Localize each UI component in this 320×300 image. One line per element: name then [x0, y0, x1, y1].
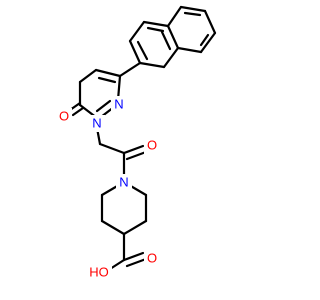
bond [125, 150, 148, 161]
bond [162, 46, 180, 69]
atom-o-amide: O [144, 137, 160, 154]
bond [136, 40, 149, 61]
bond [166, 24, 180, 50]
atom-o-ketone: O [56, 108, 72, 125]
bond [128, 20, 146, 43]
bond [128, 39, 142, 65]
atom-n-ring-2: N [111, 96, 127, 113]
bond [183, 11, 202, 17]
bond [98, 142, 126, 155]
bond [166, 5, 183, 28]
bond [125, 257, 148, 268]
bond [160, 30, 172, 51]
bond [78, 68, 98, 84]
molecule-structure: O N N O N O HO [56, 5, 217, 281]
bond [176, 46, 203, 54]
bond [97, 76, 117, 84]
atom-n-ring-1-label: N [92, 116, 101, 131]
bond [94, 68, 122, 78]
atom-o-hydroxyl: HO [86, 264, 112, 281]
bond [138, 61, 166, 69]
bond [122, 251, 145, 262]
atom-o-hydroxyl-label: HO [89, 265, 109, 280]
atom-n-ring-1: N [89, 115, 105, 132]
bond [118, 61, 142, 78]
bond [199, 31, 217, 54]
atom-o-ketone-label: O [59, 109, 69, 124]
atom-n-ring-2-label: N [114, 97, 123, 112]
bond [179, 5, 207, 13]
bond [146, 26, 165, 33]
atom-o-carbonyl: O [144, 250, 160, 267]
atom-n-piperidine-label: N [119, 175, 128, 190]
atom-o-amide-label: O [147, 138, 157, 153]
bond [100, 219, 126, 236]
bond [71, 106, 85, 117]
bond [122, 219, 148, 236]
bond [142, 20, 170, 28]
bond [199, 33, 210, 47]
bonds [68, 5, 217, 271]
bond [108, 258, 126, 271]
atom-labels: O N N O N O HO [56, 96, 160, 281]
bond [203, 9, 217, 35]
atom-o-carbonyl-label: O [147, 251, 157, 266]
bond [122, 144, 145, 155]
bond [95, 99, 112, 113]
atom-n-piperidine: N [116, 174, 132, 191]
